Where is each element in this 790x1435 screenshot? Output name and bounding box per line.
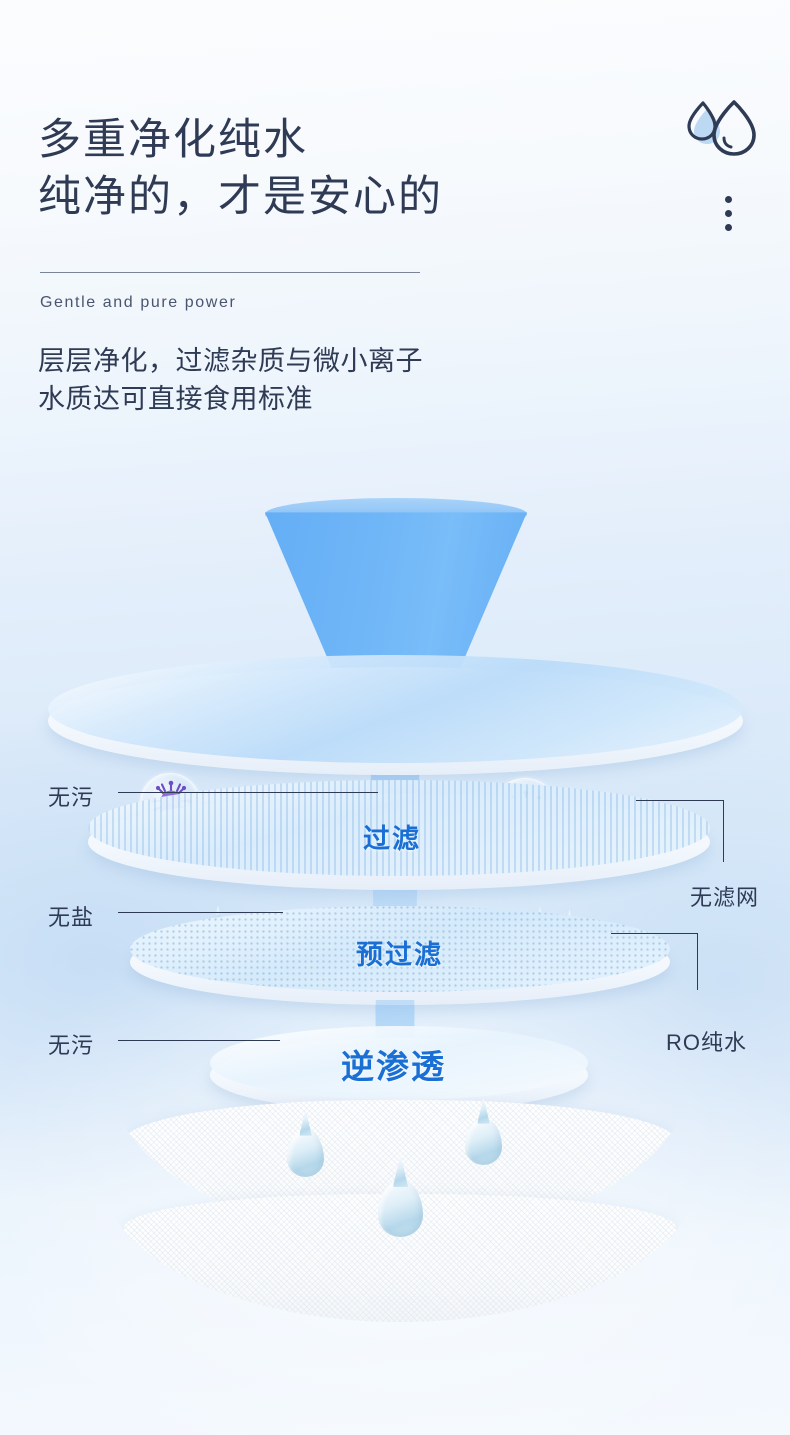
water-drop — [465, 1118, 502, 1165]
filter-disc-3 — [130, 906, 670, 1005]
right-connector-1-h — [636, 800, 724, 801]
left-label-1: 无污 — [48, 785, 95, 810]
right-label-1: 无滤网 — [690, 885, 760, 910]
page-title: 多重净化纯水 纯净的，才是安心的 — [38, 112, 443, 226]
header-section: 多重净化纯水 纯净的，才是安心的 Gentle and pure power 层… — [0, 0, 790, 440]
left-connector-3 — [118, 1040, 280, 1041]
title-line-2: 纯净的，才是安心的 — [38, 173, 443, 221]
disc-surface — [88, 780, 710, 876]
left-label-2: 无盐 — [48, 905, 95, 930]
purification-diagram: 过滤 预过滤 逆渗透 无污 无盐 — [0, 440, 790, 1435]
description-line-1: 层层净化，过滤杂质与微小离子 — [38, 346, 423, 376]
left-label-3: 无污 — [48, 1033, 95, 1058]
disc-surface — [130, 906, 670, 992]
stage-label-ro: 逆渗透 — [341, 1048, 446, 1085]
kebab-menu-icon[interactable] — [723, 196, 733, 231]
description-line-2: 水质达可直接食用标准 — [38, 384, 313, 414]
title-divider — [40, 272, 420, 273]
filter-disc-2 — [88, 780, 710, 890]
left-connector-2 — [118, 912, 283, 913]
right-connector-2-v — [697, 933, 698, 990]
filter-disc-4 — [210, 1026, 588, 1112]
water-drops-icon — [686, 98, 760, 164]
right-connector-2-h — [611, 933, 698, 934]
water-drop — [378, 1180, 423, 1237]
water-drop — [287, 1130, 324, 1177]
right-connector-1-v — [723, 800, 724, 862]
title-line-1: 多重净化纯水 — [38, 116, 308, 164]
right-label-2: RO纯水 — [666, 1030, 748, 1055]
stage-label-prefilter: 预过滤 — [356, 940, 443, 970]
left-connector-1 — [118, 792, 378, 793]
description-block: 层层净化，过滤杂质与微小离子 水质达可直接食用标准 — [38, 342, 423, 418]
disc-surface — [210, 1026, 588, 1100]
subtitle-english: Gentle and pure power — [40, 294, 237, 311]
filter-disc-1 — [48, 655, 743, 775]
disc-surface — [48, 655, 743, 763]
stage-label-filter: 过滤 — [363, 824, 421, 854]
